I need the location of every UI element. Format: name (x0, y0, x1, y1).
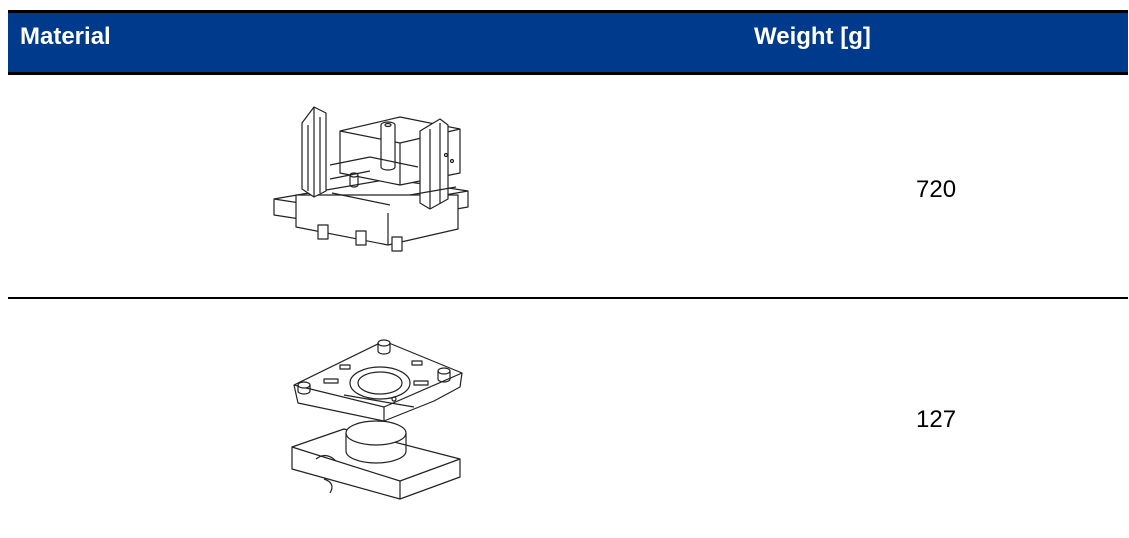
material-column-header: Material (20, 23, 111, 50)
table-row: 720 (8, 75, 1128, 297)
material-weight-table: Material Weight [g] (8, 10, 1128, 535)
row-separator (8, 297, 1128, 299)
table-row: 127 (8, 299, 1128, 535)
header-bottom-rule (8, 72, 1128, 75)
table-header: Material Weight [g] (8, 13, 1128, 72)
weight-value: 127 (916, 406, 957, 433)
frame-housing-drawing-icon (270, 95, 474, 259)
weight-value: 720 (916, 176, 957, 203)
mounting-plate-drawing-icon (284, 329, 468, 509)
table-top-rule (8, 10, 1128, 13)
weight-column-header: Weight [g] (754, 23, 871, 50)
